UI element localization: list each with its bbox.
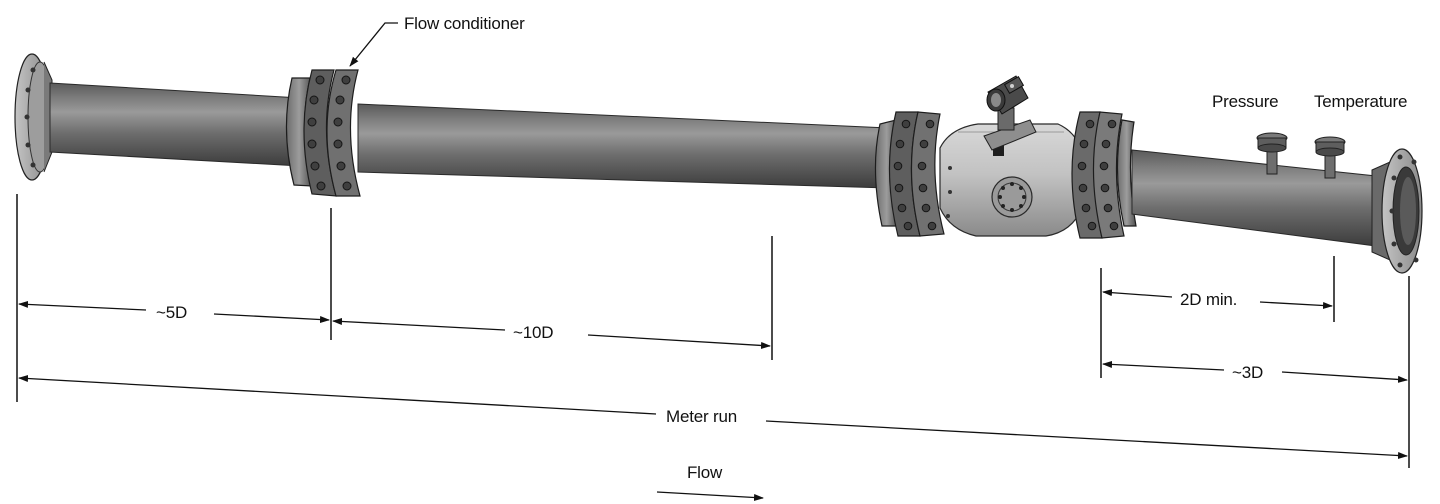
flow-conditioner-label: Flow conditioner — [404, 14, 525, 33]
meter-run-label: Meter run — [666, 407, 737, 426]
meter-electronics — [983, 75, 1037, 151]
meter-outlet-bolts — [1077, 119, 1119, 231]
extension-lines — [16, 194, 1410, 468]
inlet-flange — [14, 53, 53, 181]
temperature-label: Temperature — [1314, 92, 1407, 111]
dimension-meter-run: Meter run — [18, 375, 1408, 460]
outlet-flange — [1371, 148, 1423, 274]
dimension-10d-label: ~10D — [513, 323, 553, 342]
pipe-segment-downstream — [1131, 149, 1377, 247]
flow-conditioner-bolts — [307, 75, 352, 191]
dimension-2d-min: 2D min. — [1102, 289, 1333, 309]
pipe-segment-long — [357, 103, 889, 189]
dimension-5d-label: ~5D — [156, 303, 187, 322]
meter-outlet-flanges — [1071, 111, 1137, 239]
temperature-tap — [1314, 136, 1346, 179]
flow-arrow — [656, 491, 764, 501]
meter-inlet-bolts — [893, 119, 937, 231]
flow-label: Flow — [687, 463, 723, 482]
pressure-label: Pressure — [1212, 92, 1278, 111]
pipe-segment-upstream — [49, 82, 301, 167]
pipe-assembly — [14, 53, 1423, 274]
flow-conditioner-callout: Flow conditioner — [349, 14, 525, 67]
flow-conditioner-flanges — [285, 69, 361, 197]
dimension-5d: ~5D — [18, 300, 330, 324]
dimension-2d-min-label: 2D min. — [1180, 290, 1237, 309]
pressure-tap — [1256, 132, 1288, 175]
flow-indicator: Flow — [656, 463, 764, 501]
dimension-10d: ~10D — [332, 317, 771, 349]
meter-inlet-flanges — [874, 111, 945, 237]
dimension-3d: ~3D — [1102, 360, 1408, 383]
meter-body — [939, 123, 1083, 237]
dimension-3d-label: ~3D — [1232, 363, 1263, 382]
